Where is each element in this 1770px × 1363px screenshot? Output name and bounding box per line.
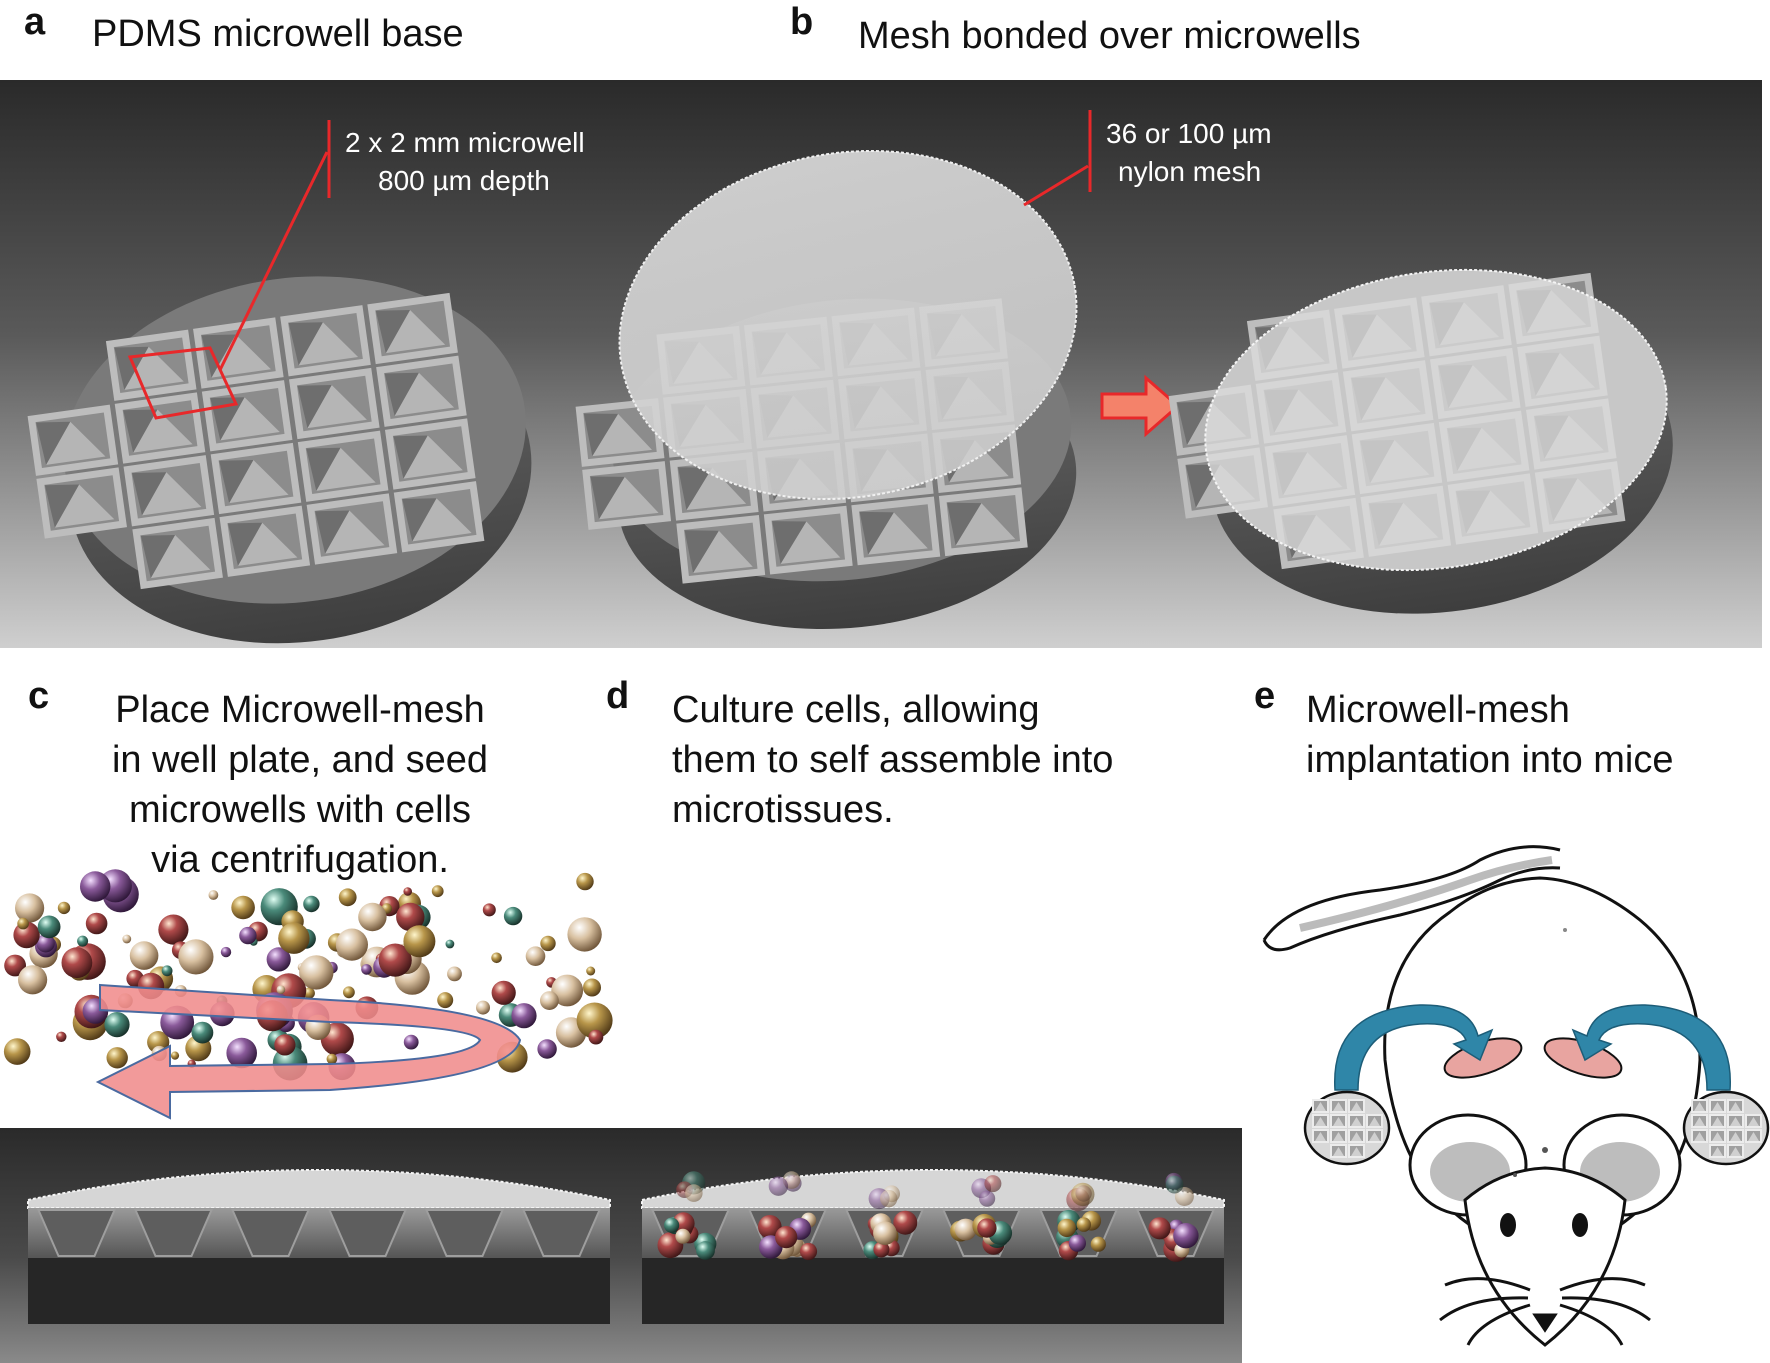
swirl-arrow-icon	[95, 983, 522, 1120]
implant-disc-right	[1682, 1090, 1770, 1166]
panel-c-letter: c	[28, 675, 49, 717]
callout-a-line1: 2 x 2 mm microwell	[345, 127, 585, 158]
cross-section-empty	[27, 1169, 611, 1324]
panel-a-title: PDMS microwell base	[92, 13, 464, 55]
mouse-outline-icon	[1262, 845, 1702, 1347]
cell-spheres-cloud	[3, 869, 613, 1081]
panel-d-title-line1: Culture cells, allowing	[672, 689, 1040, 731]
panel-d-title-line2: them to self assemble into	[672, 739, 1113, 781]
panel-c-title-line1: Place Microwell-mesh	[115, 689, 485, 731]
panel-c-title-line3: microwells with cells	[129, 789, 471, 831]
nylon-mesh-lifted	[618, 149, 1078, 501]
panel-d-letter: d	[606, 675, 629, 717]
right-arrow-icon	[1100, 374, 1181, 438]
panel-c-title-line2: in well plate, and seed	[112, 739, 488, 781]
curved-arrow-left-icon	[1334, 1004, 1494, 1091]
panel-e-title-line1: Microwell-mesh	[1306, 689, 1570, 731]
cross-section-with-microtissues	[641, 1169, 1225, 1324]
microwell-mesh-disc-bonded	[1168, 268, 1673, 614]
mouse-spot	[1563, 928, 1567, 932]
mouse-spot	[1542, 1147, 1548, 1153]
callout-a-line2: 800 µm depth	[378, 165, 550, 196]
callout-b-line1: 36 or 100 µm	[1106, 118, 1272, 149]
implant-disc-left	[1303, 1090, 1391, 1166]
panel-b-title: Mesh bonded over microwells	[858, 15, 1361, 57]
panel-d-title-line3: microtissues.	[672, 789, 894, 831]
microwell-disc-a	[27, 276, 532, 644]
callout-b-line2: nylon mesh	[1118, 156, 1261, 187]
panel-b-letter: b	[790, 1, 813, 43]
microwell-highlight-box	[127, 346, 239, 420]
panel-e-letter: e	[1254, 675, 1275, 717]
callout-b-leader	[1023, 164, 1089, 207]
panel-c-title-line4: via centrifugation.	[151, 839, 449, 881]
panel-e-title-line2: implantation into mice	[1306, 739, 1674, 781]
microwell-grid-a	[27, 292, 485, 590]
panel-a-letter: a	[24, 1, 46, 43]
curved-arrow-right-icon	[1571, 1004, 1731, 1091]
mouse-spot	[1513, 1173, 1517, 1177]
callout-a-leader	[218, 151, 329, 371]
